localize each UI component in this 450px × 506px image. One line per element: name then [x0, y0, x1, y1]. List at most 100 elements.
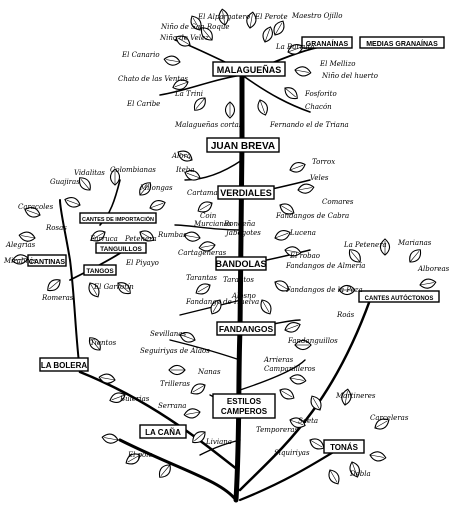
label-vidalitas: Vidalitas — [74, 169, 105, 177]
label-el-robao: El robao — [289, 252, 320, 260]
leaf-vein — [192, 17, 201, 31]
leaf-vein — [350, 251, 361, 263]
box-cantinas: CANTINAS — [27, 254, 67, 267]
label-cartama: Cartama — [187, 189, 218, 197]
box-bandolas-label: BANDOLAS — [216, 259, 267, 269]
leaf-vein — [89, 282, 98, 296]
box-fandangos-label: FANDANGOS — [219, 324, 274, 334]
label-fandanguillos: Fandanguillos — [287, 337, 338, 345]
box-medias-granainas-label: MEDIAS GRANAÍNAS — [366, 39, 438, 48]
box-la-bolera-label: LA BOLERA — [41, 361, 88, 370]
label-tientos: Tientos — [90, 339, 117, 347]
label-el-caribe: El Caribe — [126, 100, 160, 108]
label-sevillanas: Sevillanas — [150, 330, 186, 338]
box-granainas-label: GRANAÍNAS — [306, 39, 349, 48]
label-torrox: Torrox — [312, 158, 335, 166]
label-el-garrotin: El Garrotín — [93, 283, 134, 291]
box-malaguenas: MALAGUEÑAS — [212, 61, 286, 77]
label-serrana: Serrana — [158, 402, 187, 410]
box-estilos-camperos: ESTILOS CAMPEROS — [212, 393, 276, 419]
leaf-vein — [409, 251, 420, 263]
leaf-vein — [195, 97, 206, 109]
label-siquiriyas: Siquiriyas — [274, 449, 310, 457]
label-rondena: Rondeña — [223, 220, 255, 228]
leaf-vein — [274, 281, 288, 290]
label-nino-del-huerto: Niño del huerto — [321, 72, 378, 80]
label-tarantos: Tarantos — [223, 276, 254, 284]
label-debla: Debla — [349, 470, 371, 478]
label-temporeras: Temporeras — [256, 426, 299, 434]
label-guajiras: Guajiras — [50, 178, 80, 186]
leaf-vein — [101, 377, 116, 381]
box-camperos-label: CAMPEROS — [221, 407, 268, 416]
label-alora: Alora — [171, 152, 191, 160]
leaf-vein — [66, 199, 81, 206]
label-fandangos-de-cabra: Fandangos de Cabra — [275, 212, 349, 220]
label-milongas: Milongas — [139, 184, 173, 192]
label-martineres: Martineres — [335, 392, 376, 400]
box-bandolas: BANDOLAS — [215, 256, 267, 271]
label-chato-de-las-ventas: Chato de las Ventas — [118, 75, 188, 83]
leaf-vein — [289, 419, 304, 426]
label-mirabras: Mirabrás — [3, 257, 37, 265]
leaf-vein — [179, 152, 193, 161]
label-la-barruta: La Barruta — [275, 43, 315, 51]
label-cartageneras: Cartageneras — [178, 249, 227, 257]
label-lucena: Lucena — [289, 229, 316, 237]
box-cantes-importacion-label: CANTES DE IMPORTACIÓN — [82, 215, 154, 223]
verdiales-labels: Alora Torrox Iteba Veles Cartama Comares… — [171, 152, 354, 220]
label-jabegotes: Jabegotes — [224, 229, 261, 237]
label-rumbas: Rumbas — [157, 231, 187, 239]
leaf-vein — [284, 324, 299, 331]
label-iteba: Iteba — [175, 166, 194, 174]
leaf-vein — [249, 14, 253, 29]
leaf-vein — [166, 59, 181, 63]
malaguenas-labels: El Alpargatero El Perote Maestro Ojillo … — [118, 12, 378, 129]
leaf-vein — [49, 279, 61, 290]
box-granainas: GRANAÍNAS — [301, 36, 353, 49]
label-fernando-el-de-triana: Fernando el de Triana — [269, 121, 349, 129]
box-malaguenas-label: MALAGUEÑAS — [217, 65, 282, 75]
label-nanas: Nanas — [197, 368, 221, 376]
box-fandangos: FANDANGOS — [216, 321, 276, 336]
label-comares: Comares — [322, 198, 354, 206]
leaf-vein — [21, 235, 36, 239]
label-fandango-de-huelva: Fandango de Huelva — [185, 298, 259, 306]
leaf-vein — [186, 411, 201, 415]
leaf-vein — [289, 164, 304, 171]
label-caracoles: Caracoles — [18, 203, 54, 211]
label-alegrias: Alegrías — [5, 241, 36, 249]
label-el-piyayo: El Piyayo — [125, 259, 159, 267]
leaf-vein — [26, 209, 41, 216]
leaf-vein — [309, 439, 323, 448]
box-tanguillos-label: TANGUILLOS — [100, 246, 142, 253]
leaf-vein — [181, 334, 196, 341]
label-nino-de-velez: Niño de Velez — [159, 34, 209, 42]
fandangos-labels: Sevillanas Fandanguillos Seguiriyas de A… — [140, 330, 409, 478]
leaf-vein — [279, 389, 293, 398]
label-colombianas: Colombianas — [110, 166, 156, 174]
leaf-vein — [197, 284, 211, 293]
leaf-vein — [199, 202, 213, 211]
leaf-vein — [369, 454, 384, 458]
label-trilleras: Trilleras — [160, 380, 190, 388]
leaf-vein — [212, 299, 221, 313]
label-romeras: Romeras — [41, 294, 74, 302]
box-medias-granainas: MEDIAS GRANAÍNAS — [359, 36, 445, 49]
leaf-vein — [279, 204, 293, 213]
label-alosno: Alosno — [231, 292, 256, 300]
label-bulerias: Bulerias — [119, 395, 150, 403]
box-la-cana-label: LA CAÑA — [145, 428, 181, 437]
label-farruca: Farruca — [89, 235, 118, 243]
label-petenera: Petenera — [124, 235, 157, 243]
autoctonos-labels: La Petenera Marianas Alboreas Roás — [336, 239, 450, 319]
leaf-vein — [297, 187, 312, 191]
leaf-vein — [329, 469, 338, 483]
box-juan-breva: JUAN BREVA — [206, 137, 280, 153]
box-cantes-autoctonos-label: CANTES AUTÓCTONOS — [365, 294, 434, 302]
leaf-vein — [201, 244, 216, 248]
label-veles: Veles — [310, 174, 329, 182]
leaf-vein — [111, 394, 126, 401]
bolera-cana-labels: Tientos Bulerias El polo — [90, 339, 153, 459]
box-juan-breva-label: JUAN BREVA — [211, 141, 275, 152]
